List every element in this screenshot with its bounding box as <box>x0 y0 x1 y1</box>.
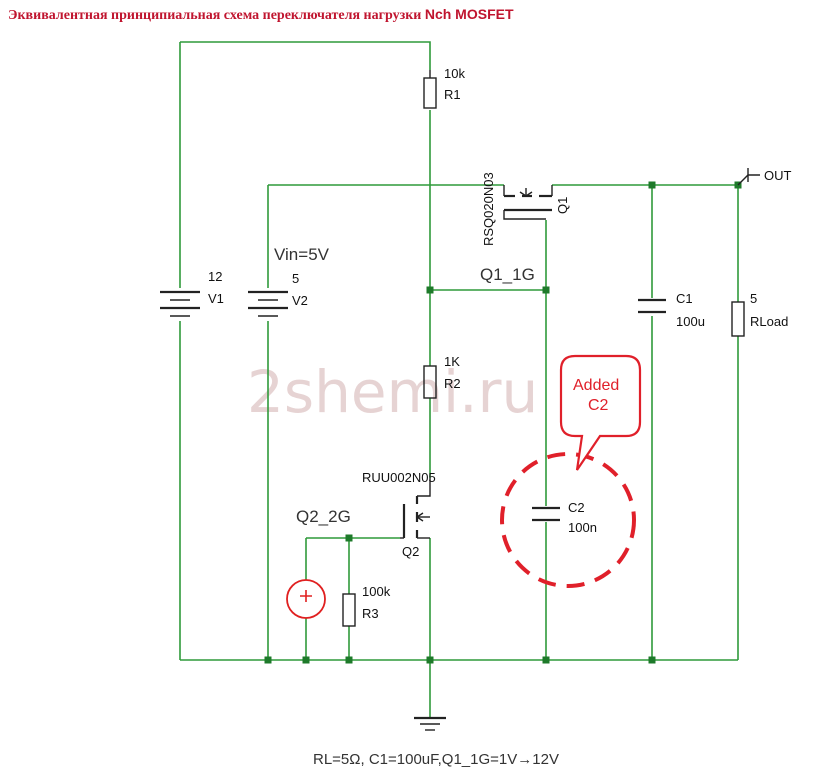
c2-ref: C2 <box>568 500 585 515</box>
q2-ref: Q2 <box>402 544 419 559</box>
battery-v1: 12 V1 <box>160 269 224 317</box>
r1-ref: R1 <box>444 87 461 102</box>
title-en: Nch MOSFET <box>424 6 514 22</box>
mosfet-q1: RSQ020N03 Q1 Q1_1G <box>480 172 570 284</box>
r3-ref: R3 <box>362 606 379 621</box>
resistor-rload: 5 RLoad <box>731 291 788 337</box>
wires <box>179 41 739 718</box>
r2-value: 1K <box>444 354 460 369</box>
vin-label: Vin=5V <box>274 245 330 264</box>
out-label: OUT <box>764 168 792 183</box>
resistor-r2: 1K R2 <box>423 354 461 399</box>
out-terminal: OUT <box>737 168 792 186</box>
rload-value: 5 <box>750 291 757 306</box>
capacitor-c1: C1 100u <box>638 291 705 329</box>
page-title: Эквивалентная принципиальная схема перек… <box>8 6 514 24</box>
watermark: 2shemi.ru <box>247 358 538 426</box>
r1-value: 10k <box>444 66 465 81</box>
v1-value: 12 <box>208 269 222 284</box>
c2-value: 100n <box>568 520 597 535</box>
title-ru: Эквивалентная принципиальная схема перек… <box>8 8 422 23</box>
q2-part: RUU002N05 <box>362 470 436 485</box>
r3-value: 100k <box>362 584 391 599</box>
q1-gate-node: Q1_1G <box>480 265 535 284</box>
c1-ref: C1 <box>676 291 693 306</box>
resistor-r3: 100k R3 <box>342 584 391 627</box>
r2-ref: R2 <box>444 376 461 391</box>
c1-value: 100u <box>676 314 705 329</box>
callout-line1: Added <box>573 377 619 394</box>
battery-v2: 5 V2 Vin=5V <box>248 245 330 317</box>
voltage-source <box>286 579 326 619</box>
v2-value: 5 <box>292 271 299 286</box>
q1-part: RSQ020N03 <box>481 172 496 246</box>
resistor-r1: 10k R1 <box>423 66 465 109</box>
callout-line2: C2 <box>588 397 609 414</box>
rload-ref: RLoad <box>750 314 788 329</box>
q1-ref: Q1 <box>555 197 570 214</box>
c2-highlight: Added C2 <box>500 354 642 588</box>
v1-ref: V1 <box>208 291 224 306</box>
capacitor-c2: C2 100n <box>532 500 597 535</box>
footer-caption: RL=5Ω, C1=100uF,Q1_1G=1V→12V <box>313 751 559 768</box>
q2-gate-node: Q2_2G <box>296 507 351 526</box>
v2-ref: V2 <box>292 293 308 308</box>
mosfet-q2: RUU002N05 Q2 Q2_2G <box>296 470 436 559</box>
ground-icon <box>414 716 446 731</box>
